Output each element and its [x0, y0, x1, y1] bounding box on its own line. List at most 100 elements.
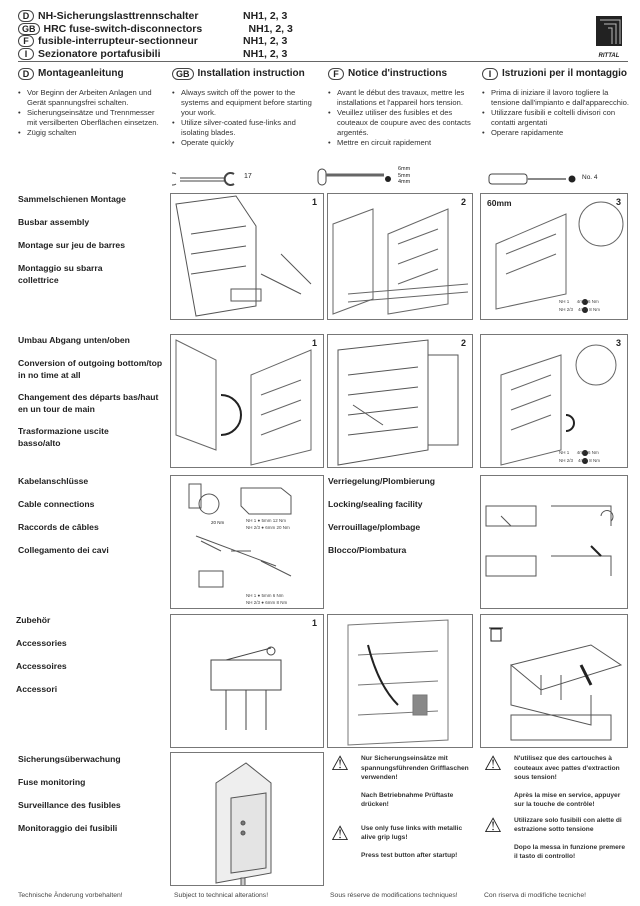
row-labels-conversion: Umbau Abgang unten/oben Conversion of ou…: [18, 334, 168, 449]
label-de: Verriegelung/Plombierung: [328, 476, 435, 486]
warning-text: Utilizzare solo fusibili con alette di e…: [514, 816, 622, 834]
label-en: Cable connections: [18, 499, 95, 509]
figure-busbar-1: 1: [170, 193, 324, 320]
title-nh: NH1, 2, 3: [243, 47, 288, 60]
footer-de: Technische Änderung vorbehalten!: [18, 892, 123, 899]
torque-value: 20 Nm: [211, 520, 225, 525]
title-text: fusible-interrupteur-sectionneur: [38, 35, 198, 47]
allen-size: 4mm: [398, 179, 411, 185]
torque-type: NH 2/3: [246, 525, 261, 530]
figure-accessories-3: [480, 614, 628, 748]
warning-icon: ⚠: [331, 822, 349, 845]
torque-value: 6mm 8 Nm: [265, 600, 288, 605]
switch-illustration: [332, 208, 469, 315]
label-de: Zubehör: [16, 615, 51, 625]
allen-key-icon: [317, 168, 391, 186]
footer-fr: Sous réserve de modifications techniques…: [330, 892, 458, 899]
torque-value: 4mm 6 Nm: [576, 450, 599, 455]
label-en: Fuse monitoring: [18, 777, 86, 787]
label-en: Conversion of outgoing bottom/top in no …: [18, 358, 163, 380]
wrench-size: 17: [244, 173, 252, 180]
label-en: Locking/sealing facility: [328, 499, 423, 509]
row-labels-cable: Kabelanschlüsse Cable connections Raccor…: [18, 475, 168, 556]
bullet: Utilizzare fusibili e coltelli divisori …: [482, 108, 634, 128]
figure-number: 2: [460, 338, 466, 348]
warning-icon: ⚠: [484, 814, 502, 837]
torque-value: 6mm 20 Nm: [265, 525, 290, 530]
warning-text: N'utilisez que des cartouches à couteaux…: [514, 755, 620, 781]
figure-fuse-monitoring: [170, 752, 324, 886]
figure-number: 3: [615, 197, 621, 207]
warning-text: Dopo la messa in funzione premere il tas…: [514, 843, 626, 861]
label-en: Accessories: [16, 638, 67, 648]
switch-illustration: [175, 195, 312, 317]
lang-badge: D: [18, 68, 34, 80]
section-title: Notice d'instructions: [348, 68, 448, 79]
allen-size: 6mm: [398, 166, 411, 172]
screwdriver-tool: No. 4: [488, 172, 628, 188]
title-nh: NH1, 2, 3: [243, 10, 288, 22]
section-title: Montageanleitung: [38, 68, 124, 79]
bullet: Vor Beginn der Arbeiten Anlagen und Gerä…: [18, 88, 166, 108]
warning-block-de-en: ⚠ Nur Sicherungseinsätze mit spannungsfü…: [331, 754, 476, 860]
footer-it: Con riserva di modifiche tecniche!: [484, 892, 586, 899]
title-nh: NH1, 2, 3: [248, 22, 293, 35]
wrench-tool: 17: [166, 170, 262, 188]
torque-value: 5mm 6 Nm: [261, 593, 284, 598]
divider: [18, 61, 628, 62]
label-it: Blocco/Piombatura: [328, 545, 407, 555]
bullet: Prima di iniziare il lavoro togliere la …: [482, 88, 634, 108]
microswitch-illustration: [210, 646, 282, 730]
label-fr: Montage sur jeu de barres: [18, 240, 125, 250]
title-nh: NH1, 2, 3: [243, 35, 288, 47]
bullet: Operate quickly: [172, 138, 324, 148]
section-title: Istruzioni per il montaggio: [502, 68, 627, 79]
locking-labels: Verriegelung/Plombierung Locking/sealing…: [328, 475, 476, 556]
torque-type: NH 1: [246, 518, 257, 523]
torque-type: NH 2/3: [559, 458, 574, 463]
bullet: Sicherungseinsätze und Trennmesser mit v…: [18, 108, 166, 128]
switch-illustration: [495, 201, 624, 313]
cable-terminal-illustration: [188, 483, 292, 588]
figure-conversion-1: 1: [170, 334, 324, 468]
label-fr: Raccords de câbles: [18, 522, 99, 532]
wrench-icon: [166, 172, 235, 186]
torque-value: 4mm 8 Nm: [578, 307, 601, 312]
figure-conversion-3: 3 NH 1 4mm 6 Nm NH 2/3 4mm 8 Nm: [480, 334, 628, 468]
rittal-logo: RITTAL: [594, 14, 624, 59]
torque-value: 4mm 6 Nm: [576, 299, 599, 304]
figure-number: 2: [460, 197, 466, 207]
torque-value: 4mm 8 Nm: [578, 458, 601, 463]
torque-type: NH 1: [559, 450, 570, 455]
switch-illustration: [347, 619, 449, 746]
lang-badge: F: [328, 68, 344, 80]
footer-en: Subject to technical alterations!: [174, 892, 269, 899]
figure-number: 1: [311, 197, 317, 207]
label-it: Trasformazione uscite basso/alto: [18, 426, 109, 448]
switch-illustration: [337, 339, 459, 466]
figure-accessories-2: [327, 614, 473, 748]
bullet: Veuillez utiliser des fusibles et des co…: [328, 108, 478, 138]
warning-text: Nur Sicherungseinsätze mit spannungsführ…: [361, 755, 469, 781]
figure-number: 3: [615, 338, 621, 348]
label-de: Kabelanschlüsse: [18, 476, 89, 486]
warning-block-fr-it: ⚠ N'utilisez que des cartouches à coutea…: [484, 754, 630, 862]
figure-locking: [480, 475, 628, 609]
dimension-label: 60mm: [487, 198, 512, 208]
label-fr: Changement des départs bas/haut en un to…: [18, 392, 159, 414]
label-fr: Surveillance des fusibles: [18, 800, 121, 810]
torque-type: NH 1: [559, 299, 570, 304]
logo-text: RITTAL: [598, 53, 620, 59]
allen-size: 5mm: [398, 172, 411, 179]
screwdriver-size: No. 4: [582, 174, 598, 181]
label-it: Collegamento dei cavi: [18, 545, 109, 555]
